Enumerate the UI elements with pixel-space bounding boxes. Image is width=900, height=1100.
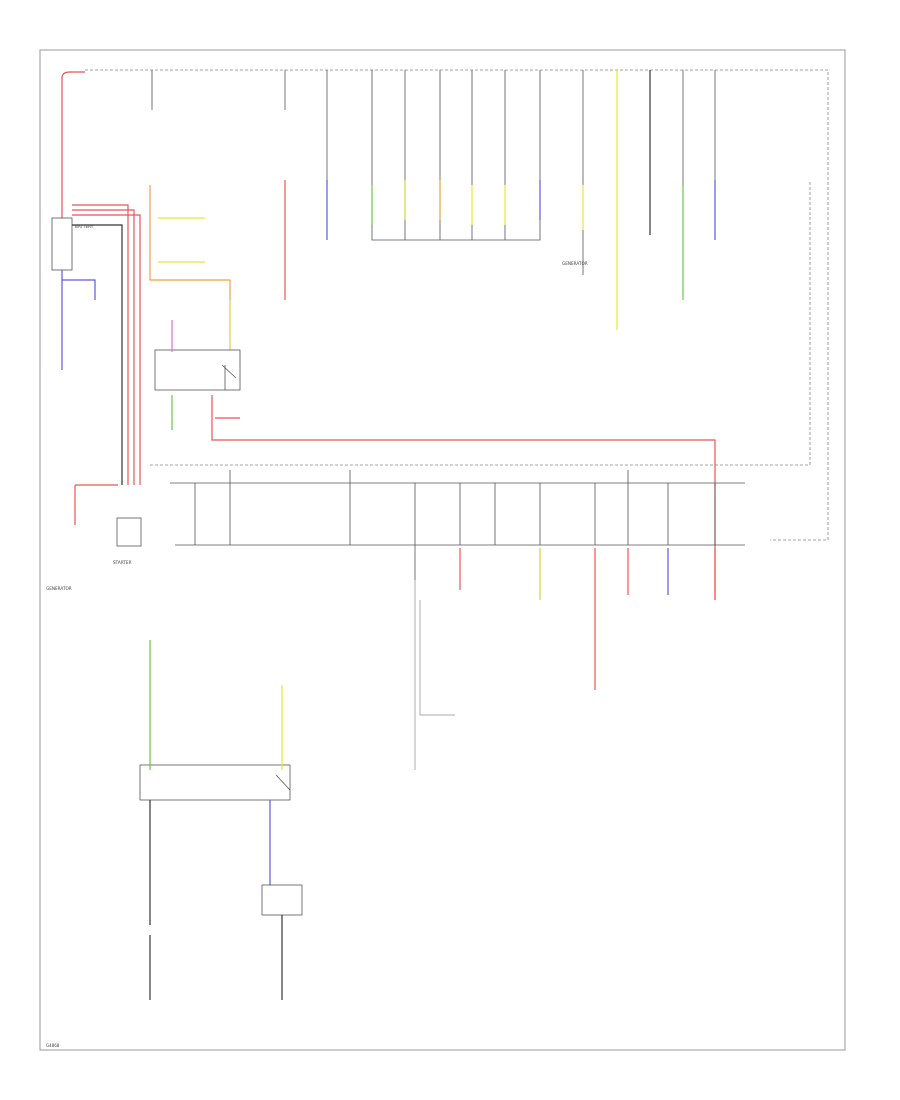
starter <box>116 517 142 547</box>
drop-gray <box>414 580 455 770</box>
yellow-feed-wire <box>158 217 205 263</box>
mid-bus-line <box>150 180 811 466</box>
generator-left-label: GENERATOR <box>46 586 72 591</box>
battery: BATTERY <box>51 217 94 271</box>
starter-label: STARTER <box>113 560 132 565</box>
fuse-block-columns <box>194 470 716 580</box>
footer-code: G4868 <box>46 1043 60 1048</box>
battery-red-wires <box>72 204 141 485</box>
engine-control-relay <box>154 349 241 391</box>
lower-relay-switch <box>275 774 291 791</box>
battery-label: BATTERY <box>75 224 94 229</box>
relay-output-red-wire <box>211 395 716 600</box>
battery-black-wire <box>72 224 123 485</box>
relay-switch <box>221 364 237 390</box>
lower-relay-box <box>139 764 291 801</box>
lower-switch-box <box>261 884 303 916</box>
battery-ground-wire-blue <box>61 270 96 370</box>
diagram-frame <box>39 49 846 1051</box>
battery-feed-wire <box>61 71 85 220</box>
fuse-block-outline <box>170 482 745 546</box>
generator-red-wire <box>74 484 118 525</box>
group-wire-frame <box>371 70 541 241</box>
generator-right-label: GENERATOR <box>562 261 588 266</box>
orange-feed-wire <box>149 185 231 300</box>
top-bus-line <box>85 69 829 541</box>
